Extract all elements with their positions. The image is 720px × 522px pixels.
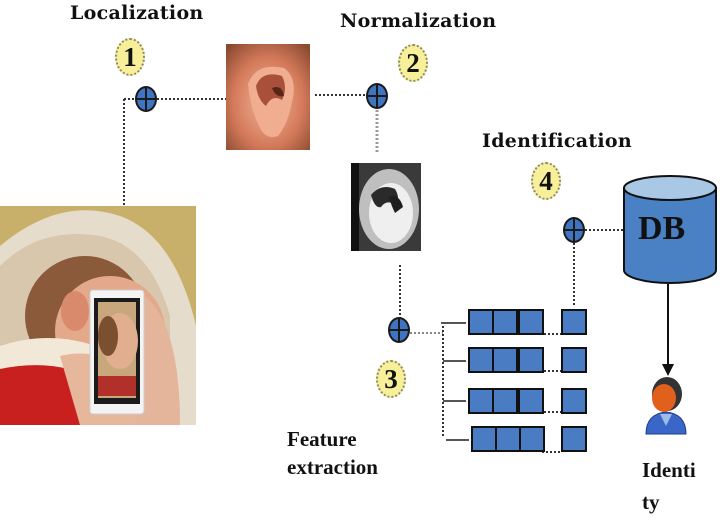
localized-ear-image — [226, 44, 310, 150]
identity-label-line1: Identi — [642, 458, 696, 482]
database-cylinder: DB — [622, 174, 718, 286]
junction-node-2 — [366, 83, 388, 109]
feature-cell — [468, 309, 494, 335]
feature-cell — [519, 426, 545, 452]
feature-cell-last — [561, 388, 587, 414]
feature-cell — [471, 426, 497, 452]
arrowhead-icon — [662, 364, 674, 376]
database-icon — [623, 175, 717, 284]
feature-cell — [492, 388, 518, 414]
feature-cell — [468, 388, 494, 414]
feature-cell-last — [561, 426, 587, 452]
feature-cell — [518, 309, 544, 335]
step-badge-1: 1 — [115, 38, 145, 76]
step-label-feature-extraction: Feature extraction — [287, 427, 378, 479]
input-photo — [0, 206, 196, 425]
feature-cell — [492, 309, 518, 335]
feature-cell — [468, 347, 494, 373]
feature-cell — [495, 426, 521, 452]
junction-node-1 — [135, 86, 157, 112]
step-badge-4: 4 — [531, 162, 561, 200]
feature-cell — [492, 347, 518, 373]
junction-node-3 — [388, 317, 410, 343]
feature-cell — [518, 388, 544, 414]
step-badge-3: 3 — [376, 360, 406, 398]
feature-cell — [518, 347, 544, 373]
step-label-localization: Localization — [70, 2, 204, 24]
normalized-ear-image — [351, 163, 421, 251]
feature-cell-last — [561, 347, 587, 373]
feature-cell-last — [561, 309, 587, 335]
identity-person-icon — [640, 376, 692, 436]
database-label: DB — [638, 210, 686, 247]
step-badge-2: 2 — [398, 44, 428, 82]
junction-node-4 — [563, 217, 585, 243]
step-label-normalization: Normalization — [340, 10, 497, 32]
step-label-identification: Identification — [482, 130, 633, 152]
identity-label-line2: ty — [642, 490, 660, 514]
